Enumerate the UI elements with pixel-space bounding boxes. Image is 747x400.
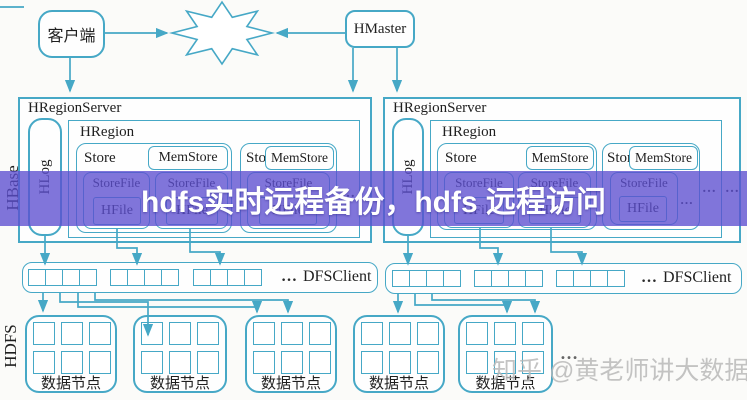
block-cell xyxy=(409,270,427,287)
dfsclient-right-label: DFSClient xyxy=(663,269,732,286)
memstore-box xyxy=(629,146,698,170)
block-cell xyxy=(33,351,55,374)
block-cell xyxy=(392,270,410,287)
block-cell xyxy=(443,270,461,287)
datanode-label: 数据节点 xyxy=(260,375,321,392)
block-cell xyxy=(161,269,179,286)
memstore-box xyxy=(265,146,334,170)
watermark: 知乎 @黄老师讲大数据 xyxy=(492,357,747,385)
block-cell xyxy=(33,322,55,345)
store-label: Store xyxy=(84,150,116,166)
block-cell xyxy=(141,351,163,374)
more-datanodes-dots: … xyxy=(560,343,579,363)
block-cell xyxy=(62,269,80,286)
block-cell xyxy=(474,270,492,287)
block-cell xyxy=(253,322,275,345)
datanode-label: 数据节点 xyxy=(149,375,210,392)
more-blocks-dots: … xyxy=(641,269,658,286)
block-cell xyxy=(491,270,509,287)
hregion-right-label: HRegion xyxy=(442,124,497,140)
client-label: 客户端 xyxy=(47,28,96,45)
block-cell xyxy=(508,270,526,287)
block-cell xyxy=(210,269,228,286)
block-cell xyxy=(525,270,543,287)
block-cell xyxy=(417,322,439,345)
block-cell xyxy=(466,351,488,374)
block-cell xyxy=(494,322,516,345)
block-cell xyxy=(89,322,111,345)
block-cell xyxy=(522,351,544,374)
hregion-left-label: HRegion xyxy=(80,124,135,140)
block-cell xyxy=(197,322,219,345)
block-cell xyxy=(556,270,574,287)
block-cell xyxy=(309,351,331,374)
block-cell xyxy=(466,322,488,345)
block-cell xyxy=(110,269,128,286)
memstore-box xyxy=(148,146,228,170)
more-blocks-dots: … xyxy=(281,268,298,285)
block-cell xyxy=(141,322,163,345)
hmaster-label: HMaster xyxy=(353,20,407,37)
block-cell xyxy=(127,269,145,286)
block-cell xyxy=(573,270,591,287)
block-cell xyxy=(309,322,331,345)
memstore-label: MemStore xyxy=(531,150,589,165)
block-cell xyxy=(494,351,516,374)
block-cell xyxy=(61,322,83,345)
dfsclient-left-label: DFSClient xyxy=(303,268,372,285)
block-cell xyxy=(389,322,411,345)
block-cell xyxy=(389,351,411,374)
memstore-box xyxy=(526,146,594,170)
datanode-label: 数据节点 xyxy=(475,375,536,392)
block-cell xyxy=(522,322,544,345)
block-cell xyxy=(244,269,262,286)
block-cell xyxy=(193,269,211,286)
block-cell xyxy=(28,269,46,286)
block-cell xyxy=(197,351,219,374)
block-cell xyxy=(169,322,191,345)
banner-title: hdfs实时远程备份，hdfs 远程访问 xyxy=(141,185,606,219)
block-cell xyxy=(281,351,303,374)
block-cell xyxy=(426,270,444,287)
hmaster-box xyxy=(345,10,415,48)
hregionserver-right-label: HRegionServer xyxy=(393,100,487,116)
hregionserver-left-label: HRegionServer xyxy=(28,100,122,116)
block-cell xyxy=(227,269,245,286)
block-cell xyxy=(45,269,63,286)
store-label: Store xyxy=(445,150,477,166)
block-cell xyxy=(79,269,97,286)
memstore-label: MemStore xyxy=(635,150,692,165)
block-cell xyxy=(253,351,275,374)
memstore-label: MemStore xyxy=(158,150,218,165)
block-cell xyxy=(169,351,191,374)
block-cell xyxy=(607,270,625,287)
block-cell xyxy=(281,322,303,345)
block-cell xyxy=(417,351,439,374)
title-banner: hdfs实时远程备份，hdfs 远程访问 xyxy=(0,171,747,226)
block-cell xyxy=(61,351,83,374)
store-label: Stor xyxy=(607,150,633,166)
client-box xyxy=(38,10,105,58)
block-cell xyxy=(361,322,383,345)
hdfs-side-label: HDFS xyxy=(1,324,20,368)
datanode-label: 数据节点 xyxy=(368,375,429,392)
datanode-label: 数据节点 xyxy=(40,375,101,392)
zookeeper-label: Zookeeper xyxy=(189,24,255,41)
block-cell xyxy=(144,269,162,286)
block-cell xyxy=(89,351,111,374)
block-cell xyxy=(361,351,383,374)
block-cell xyxy=(590,270,608,287)
memstore-label: MemStore xyxy=(271,150,328,165)
